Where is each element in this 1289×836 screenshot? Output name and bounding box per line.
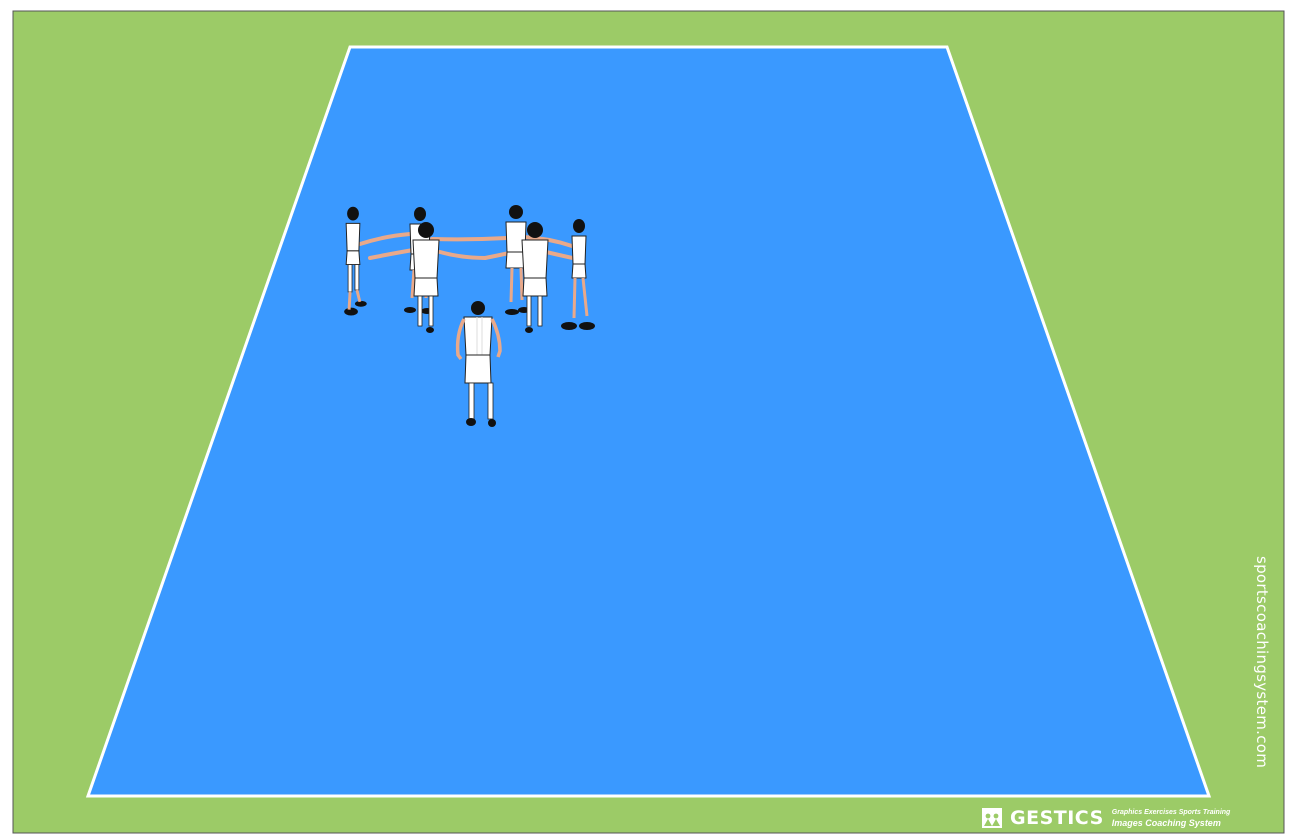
website-watermark: sportscoachingsystem.com: [1249, 556, 1271, 801]
logo-tagline: Graphics Exercises Sports Training Image…: [1112, 808, 1231, 828]
logo-tagline-2: Images Coaching System: [1112, 818, 1231, 828]
gestics-logo-icon: [982, 808, 1002, 828]
logo-tagline-1: Graphics Exercises Sports Training: [1112, 808, 1231, 818]
gestics-logo: GESTICS Graphics Exercises Sports Traini…: [982, 805, 1230, 831]
logo-wordmark: GESTICS: [1010, 807, 1104, 829]
